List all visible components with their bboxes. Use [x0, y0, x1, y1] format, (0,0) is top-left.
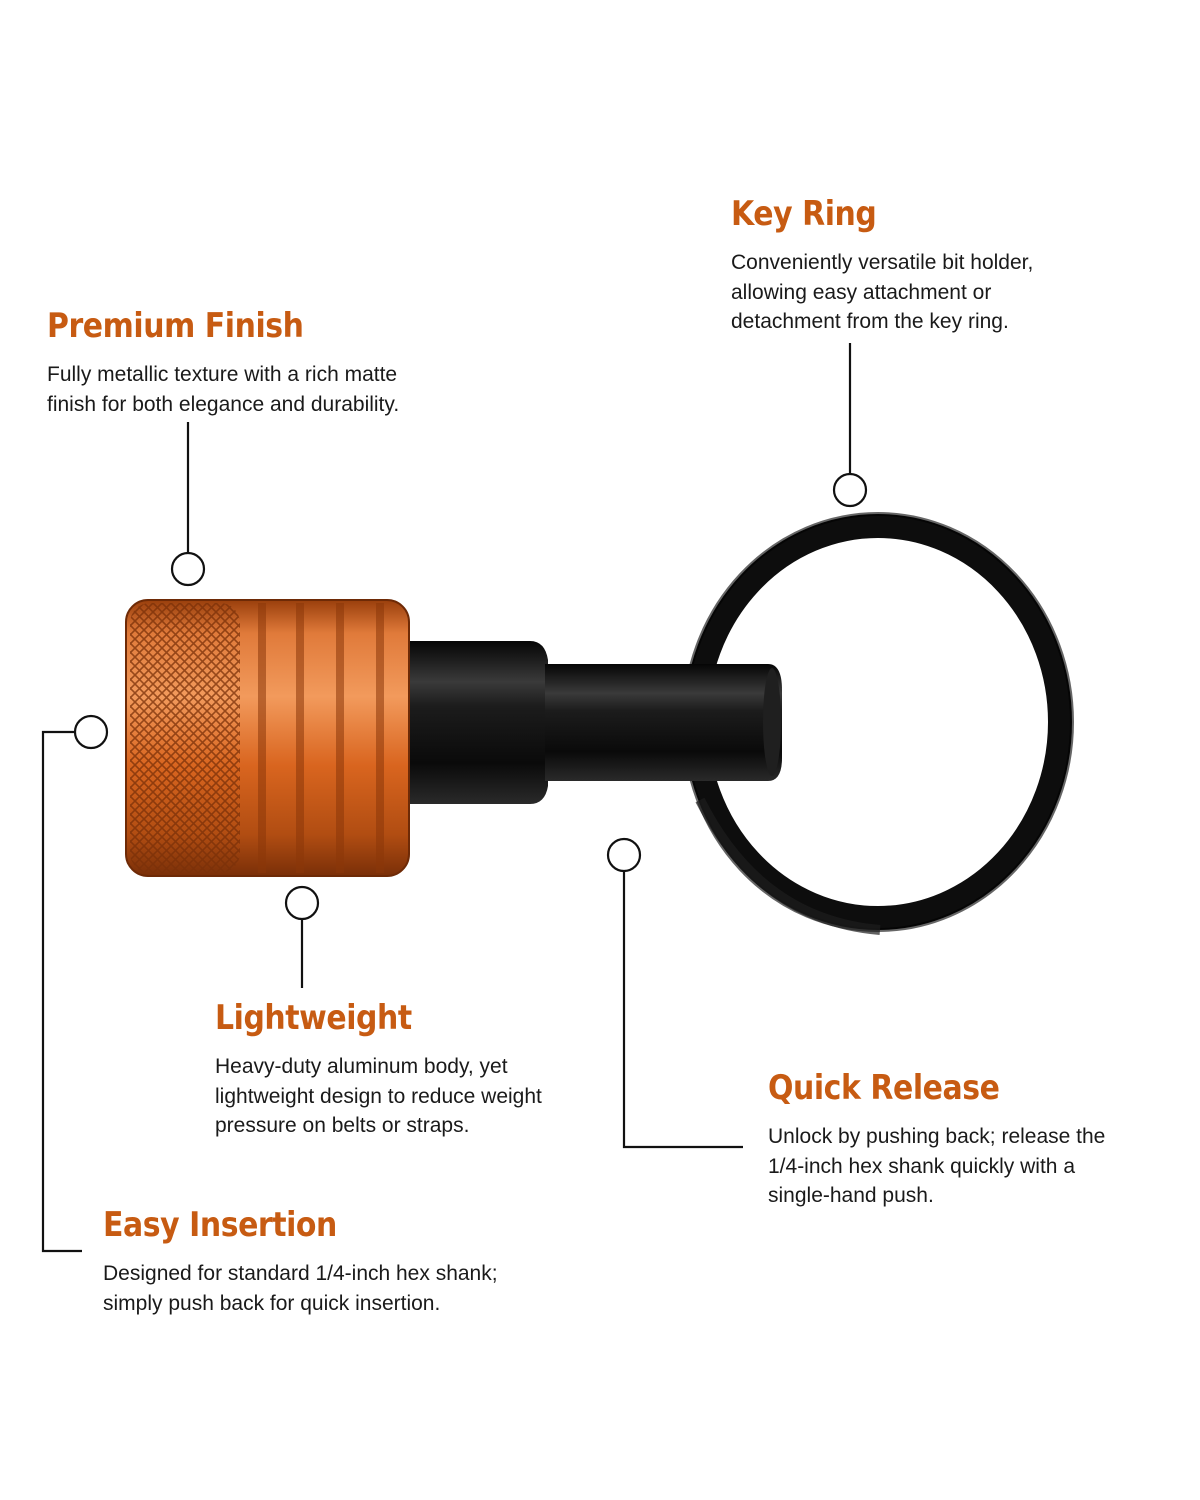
quick-release-marker: [606, 837, 642, 873]
quick-release-line-3: single-hand push.: [768, 1184, 934, 1207]
easy-insertion-line-1: Designed for standard 1/4-inch hex shank…: [103, 1262, 498, 1285]
lightweight-marker: [284, 885, 320, 921]
callout-quick-release: Quick Release Unlock by pushing back; re…: [768, 1068, 1178, 1211]
quick-release-description: Unlock by pushing back; release the 1/4-…: [768, 1122, 1178, 1211]
quick-release-title: Quick Release: [768, 1068, 1000, 1108]
lightweight-line-2: lightweight design to reduce weight: [215, 1084, 542, 1108]
key-ring-title: Key Ring: [731, 194, 877, 234]
lightweight-line-1: Heavy-duty aluminum body, yet: [215, 1055, 508, 1078]
quick-release-leader: [622, 871, 743, 1149]
premium-finish-description: Fully metallic texture with a rich matte…: [47, 360, 507, 419]
premium-finish-marker: [170, 551, 206, 587]
key-ring-line-3: detachment from the key ring.: [731, 310, 1009, 333]
premium-finish-line-2: finish for both elegance and durability.: [47, 392, 400, 416]
quick-release-line-1: Unlock by pushing back; release the: [768, 1125, 1106, 1148]
easy-insertion-leader: [41, 730, 82, 1253]
premium-finish-line-1: Fully metallic texture with a rich matte: [47, 363, 398, 386]
easy-insertion-marker: [73, 714, 109, 750]
premium-finish-title: Premium Finish: [47, 306, 304, 346]
lightweight-description: Heavy-duty aluminum body, yet lightweigh…: [215, 1052, 635, 1141]
orange-sleeve: [125, 599, 410, 877]
callout-premium-finish: Premium Finish Fully metallic texture wi…: [47, 306, 507, 419]
callout-key-ring: Key Ring Conveniently versatile bit hold…: [731, 194, 1171, 337]
easy-insertion-line-2: simply push back for quick insertion.: [103, 1291, 441, 1315]
lightweight-title: Lightweight: [215, 998, 412, 1038]
key-ring-line-2: allowing easy attachment or: [731, 280, 992, 304]
key-ring-description: Conveniently versatile bit holder, allow…: [731, 248, 1171, 337]
lightweight-line-3: pressure on belts or straps.: [215, 1114, 470, 1137]
callout-easy-insertion: Easy Insertion Designed for standard 1/4…: [103, 1205, 583, 1318]
hex-shaft: [408, 641, 782, 804]
quick-release-line-2: 1/4-inch hex shank quickly with a: [768, 1154, 1075, 1178]
callout-lightweight: Lightweight Heavy-duty aluminum body, ye…: [215, 998, 635, 1141]
key-ring-line-1: Conveniently versatile bit holder,: [731, 251, 1034, 274]
key-ring-marker: [832, 472, 868, 508]
easy-insertion-description: Designed for standard 1/4-inch hex shank…: [103, 1259, 583, 1318]
easy-insertion-title: Easy Insertion: [103, 1205, 337, 1245]
